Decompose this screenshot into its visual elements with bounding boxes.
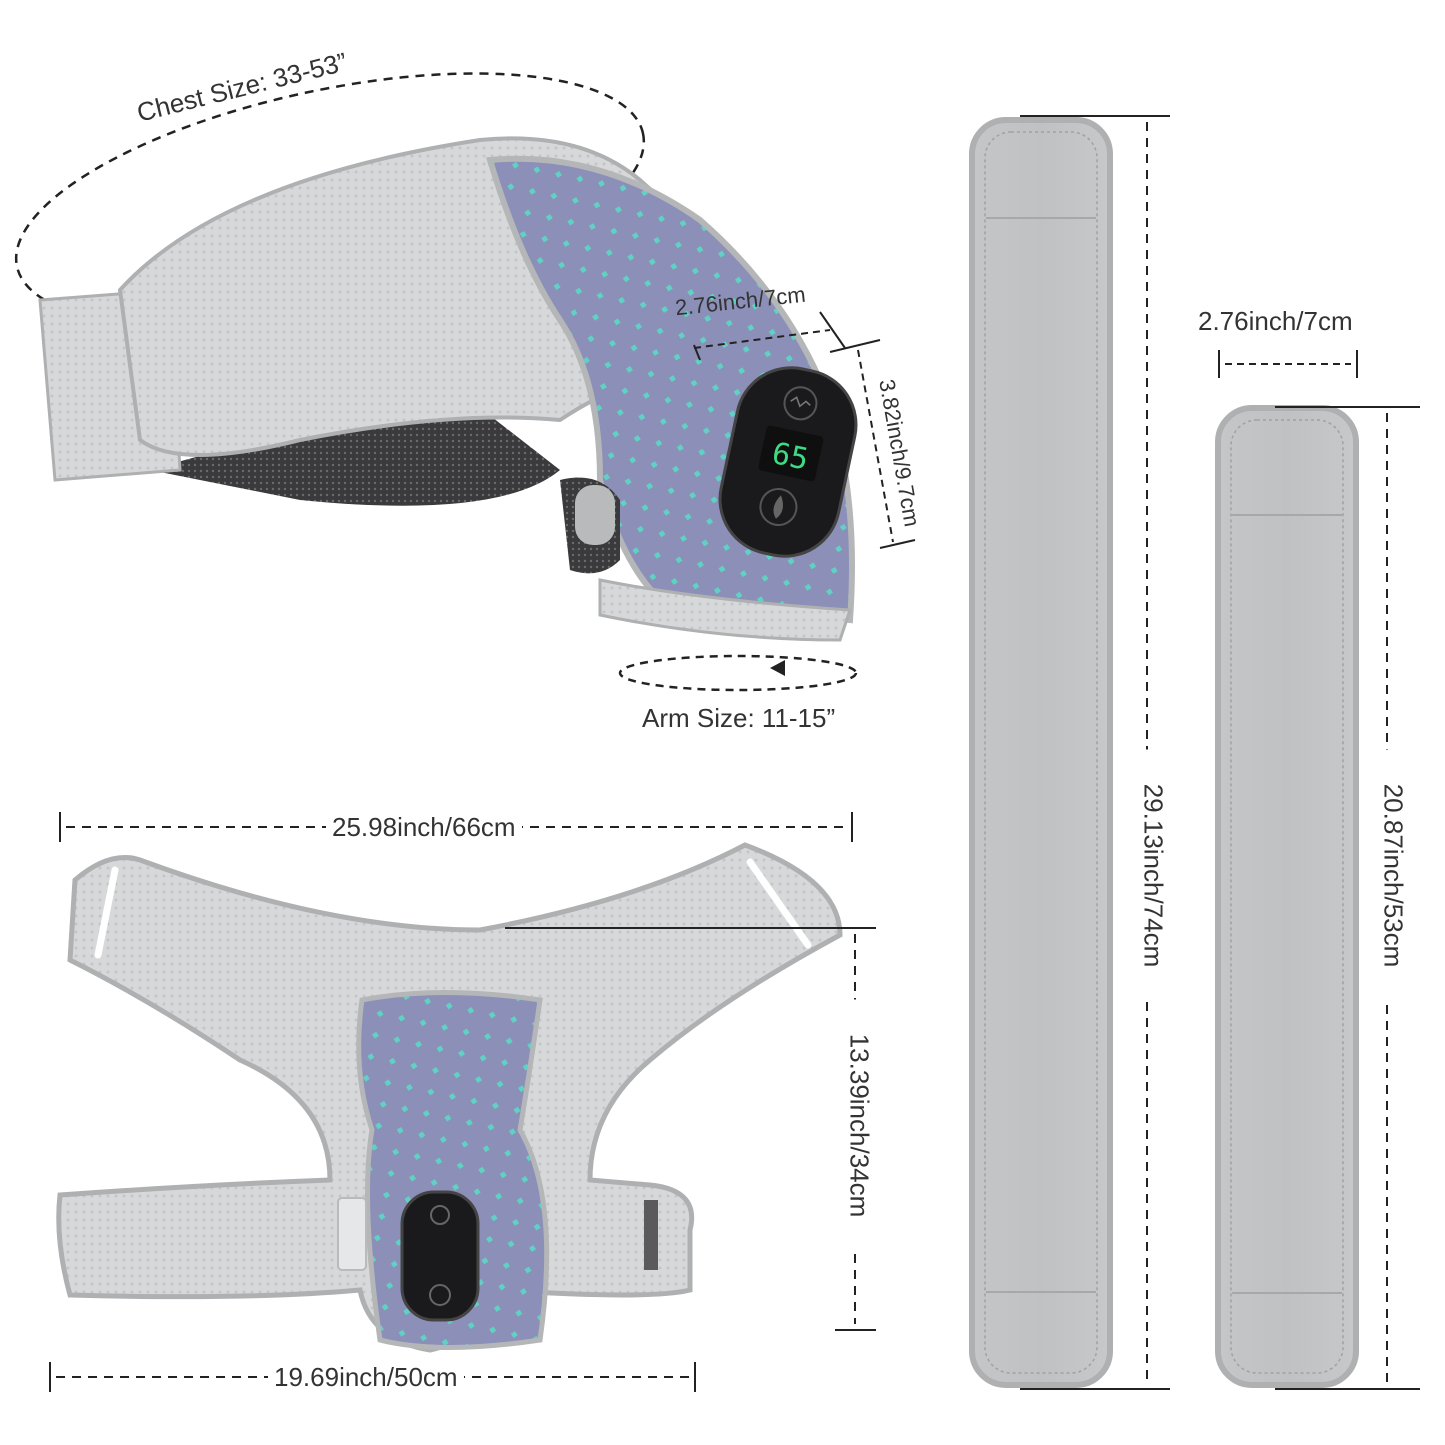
arm-size-arc bbox=[618, 654, 858, 692]
long-strap-length-label: 29.13inch/74cm bbox=[1137, 749, 1169, 1002]
arm-arrow-icon bbox=[770, 660, 785, 676]
shoulder-brace-side-view: 65 bbox=[14, 72, 916, 692]
display-value: 65 bbox=[769, 436, 812, 478]
short-strap bbox=[1215, 350, 1420, 1390]
short-strap-length-label: 20.87inch/53cm bbox=[1377, 749, 1409, 1002]
heating-controller: 65 bbox=[718, 366, 858, 558]
long-strap bbox=[969, 115, 1170, 1390]
arm-size-label: Arm Size: 11-15” bbox=[642, 703, 836, 733]
wrap-height-label: 13.39inch/34cm bbox=[843, 999, 875, 1252]
short-strap-width-label: 2.76inch/7cm bbox=[1198, 306, 1353, 336]
shoulder-wrap-flat-view bbox=[49, 812, 876, 1392]
wrap-bottom-width-label: 19.69inch/50cm bbox=[268, 1362, 464, 1393]
wrap-controller bbox=[400, 1190, 480, 1322]
wrap-width-label: 25.98inch/66cm bbox=[326, 812, 522, 843]
